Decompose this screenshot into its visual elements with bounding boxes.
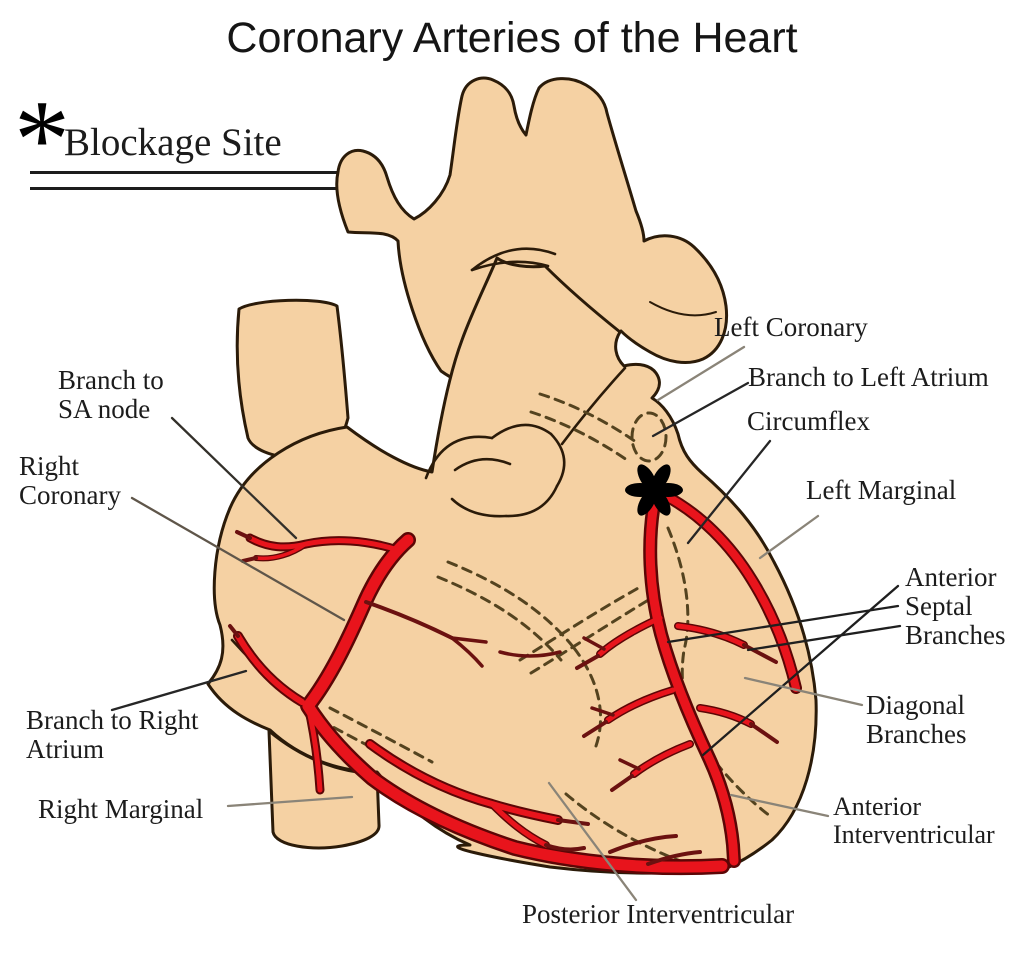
label-left-coronary: Left Coronary [714,312,868,342]
artery-twig-tips [228,530,779,866]
label-anterior-septal-branches: Anterior Septal Branches [905,562,1006,650]
legend-label: Blockage Site [64,121,282,164]
heart-body [206,256,818,875]
label-right-coronary: Right Coronary [19,451,121,510]
leader-lines [110,345,902,902]
legend-asterisk-icon: * [14,78,70,202]
arteries-red [235,492,800,873]
label-branch-to-left-atrium: Branch to Left Atrium [748,362,989,392]
label-anterior-interventricular: Anterior Interventricular [833,792,995,849]
asterisk-blockage-marker [625,464,683,516]
legend-double-underline [30,171,338,190]
label-branch-to-right-atrium: Branch to Right Atrium [26,705,199,764]
label-left-marginal: Left Marginal [806,475,957,505]
label-circumflex: Circumflex [747,406,870,436]
label-right-marginal: Right Marginal [38,794,204,824]
label-diagonal-branches: Diagonal Branches [866,690,967,749]
page-title: Coronary Arteries of the Heart [226,14,798,62]
label-posterior-interventricular: Posterior Interventricular [522,899,795,929]
label-branch-to-sa-node: Branch to SA node [58,365,164,424]
